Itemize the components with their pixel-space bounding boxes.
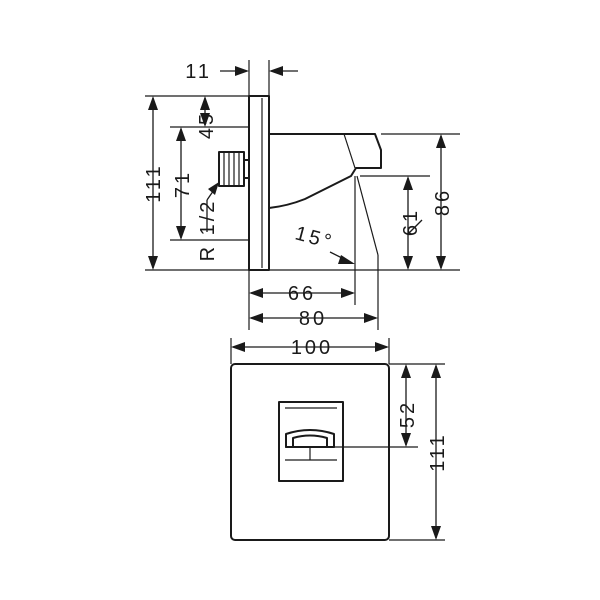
label-width: 100	[291, 337, 333, 359]
spout-front	[278, 401, 344, 482]
leader-thread-size: R 1/2	[197, 182, 219, 261]
dim-plate-thickness: 11	[185, 61, 298, 83]
dim-outlet-from-top: 52	[397, 364, 419, 447]
front-view: 100 52 111	[230, 337, 449, 541]
label-thread-size: R 1/2	[197, 199, 219, 262]
thread-connector	[218, 151, 250, 187]
dim-spout-height: 86	[432, 134, 454, 270]
dim-projection-total: 80	[249, 308, 378, 330]
label-spout-height: 86	[432, 188, 454, 216]
dim-height: 111	[427, 364, 449, 540]
flow-line	[356, 175, 379, 256]
dim-width: 100	[231, 337, 389, 359]
spout-bevel	[343, 133, 356, 169]
label-height: 111	[427, 432, 449, 471]
label-outlet-from-top: 52	[397, 400, 419, 428]
label-spout-angle: 15°	[293, 222, 337, 253]
dim-total-height: 111	[143, 96, 165, 270]
cover-plate	[230, 363, 390, 541]
label-thread-span: 71	[172, 170, 194, 198]
dim-outlet-height: 61	[400, 176, 423, 270]
label-top-to-thread: 45	[196, 111, 218, 139]
label-outlet-height: 61	[400, 208, 422, 236]
side-view: 11 111 45 71 R 1/2	[143, 60, 460, 330]
label-projection-outlet: 66	[288, 283, 316, 305]
dim-thread-span: 71	[172, 127, 194, 240]
wall-plate	[248, 95, 270, 271]
label-projection-total: 80	[299, 308, 327, 330]
dim-projection-outlet: 66	[249, 283, 355, 305]
leader-spout-angle: 15°	[293, 222, 355, 264]
dim-top-to-thread: 45	[196, 96, 218, 139]
label-total-height: 111	[143, 163, 165, 202]
label-plate-thickness: 11	[185, 61, 212, 83]
spout-body	[268, 133, 382, 209]
